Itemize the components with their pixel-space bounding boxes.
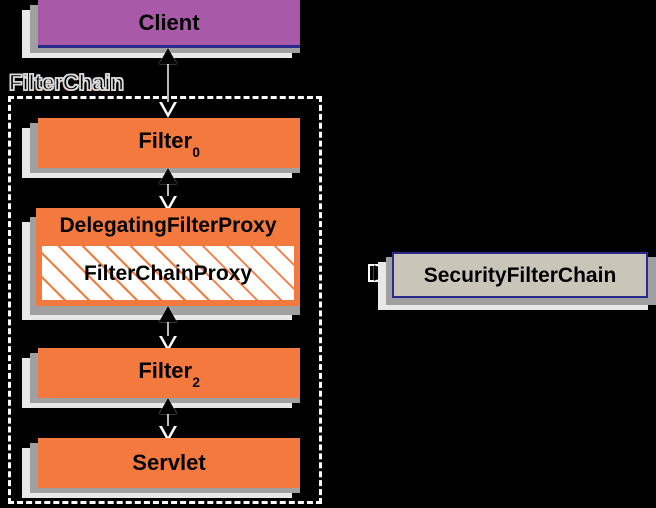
filter2-label-text: Filter [138,357,193,383]
arrow-tail-bracket [368,264,378,282]
arrowhead-up-solid [159,168,177,184]
filter0-label-text: Filter [138,127,193,153]
servlet-box[interactable]: Servlet [38,438,300,488]
servlet-label: Servlet [132,450,206,475]
filter-chain-proxy-label: FilterChainProxy [83,261,253,285]
arrowhead-up-solid [159,48,177,64]
filter2-label-subscript: 2 [192,375,200,391]
filterchain-region-label: FilterChain [8,70,124,95]
connector-filter0-delegating [152,168,184,212]
arrowhead-up-solid [159,306,177,322]
connector-line [167,404,169,432]
connector-delegating-filter2 [152,306,184,352]
filter0-box[interactable]: Filter0 [38,118,300,168]
security-filter-chain-label: SecurityFilterChain [423,263,617,287]
client-box[interactable]: Client [38,0,300,48]
connector-line [167,174,169,202]
delegating-filter-proxy-box[interactable]: DelegatingFilterProxy FilterChainProxy [36,208,300,306]
connector-line [167,56,169,108]
filter0-label: Filter0 [138,127,200,159]
security-filter-chain-box[interactable]: SecurityFilterChain [392,252,648,298]
connector-filter2-servlet [152,398,184,442]
delegating-filter-proxy-label: DelegatingFilterProxy [59,213,277,237]
filter2-box[interactable]: Filter2 [38,348,300,398]
arrowhead-up-solid [159,398,177,414]
filterchain-region [8,96,322,504]
filter0-label-subscript: 0 [192,145,200,161]
client-label: Client [138,9,200,35]
arrowhead-down-hollow [159,102,177,118]
filter2-label: Filter2 [138,357,200,389]
filter-chain-proxy-box[interactable]: FilterChainProxy [42,246,294,300]
connector-line [167,312,169,342]
delegating-filter-proxy-title-row: DelegatingFilterProxy [36,208,300,242]
connector-client-filter0 [152,48,184,118]
